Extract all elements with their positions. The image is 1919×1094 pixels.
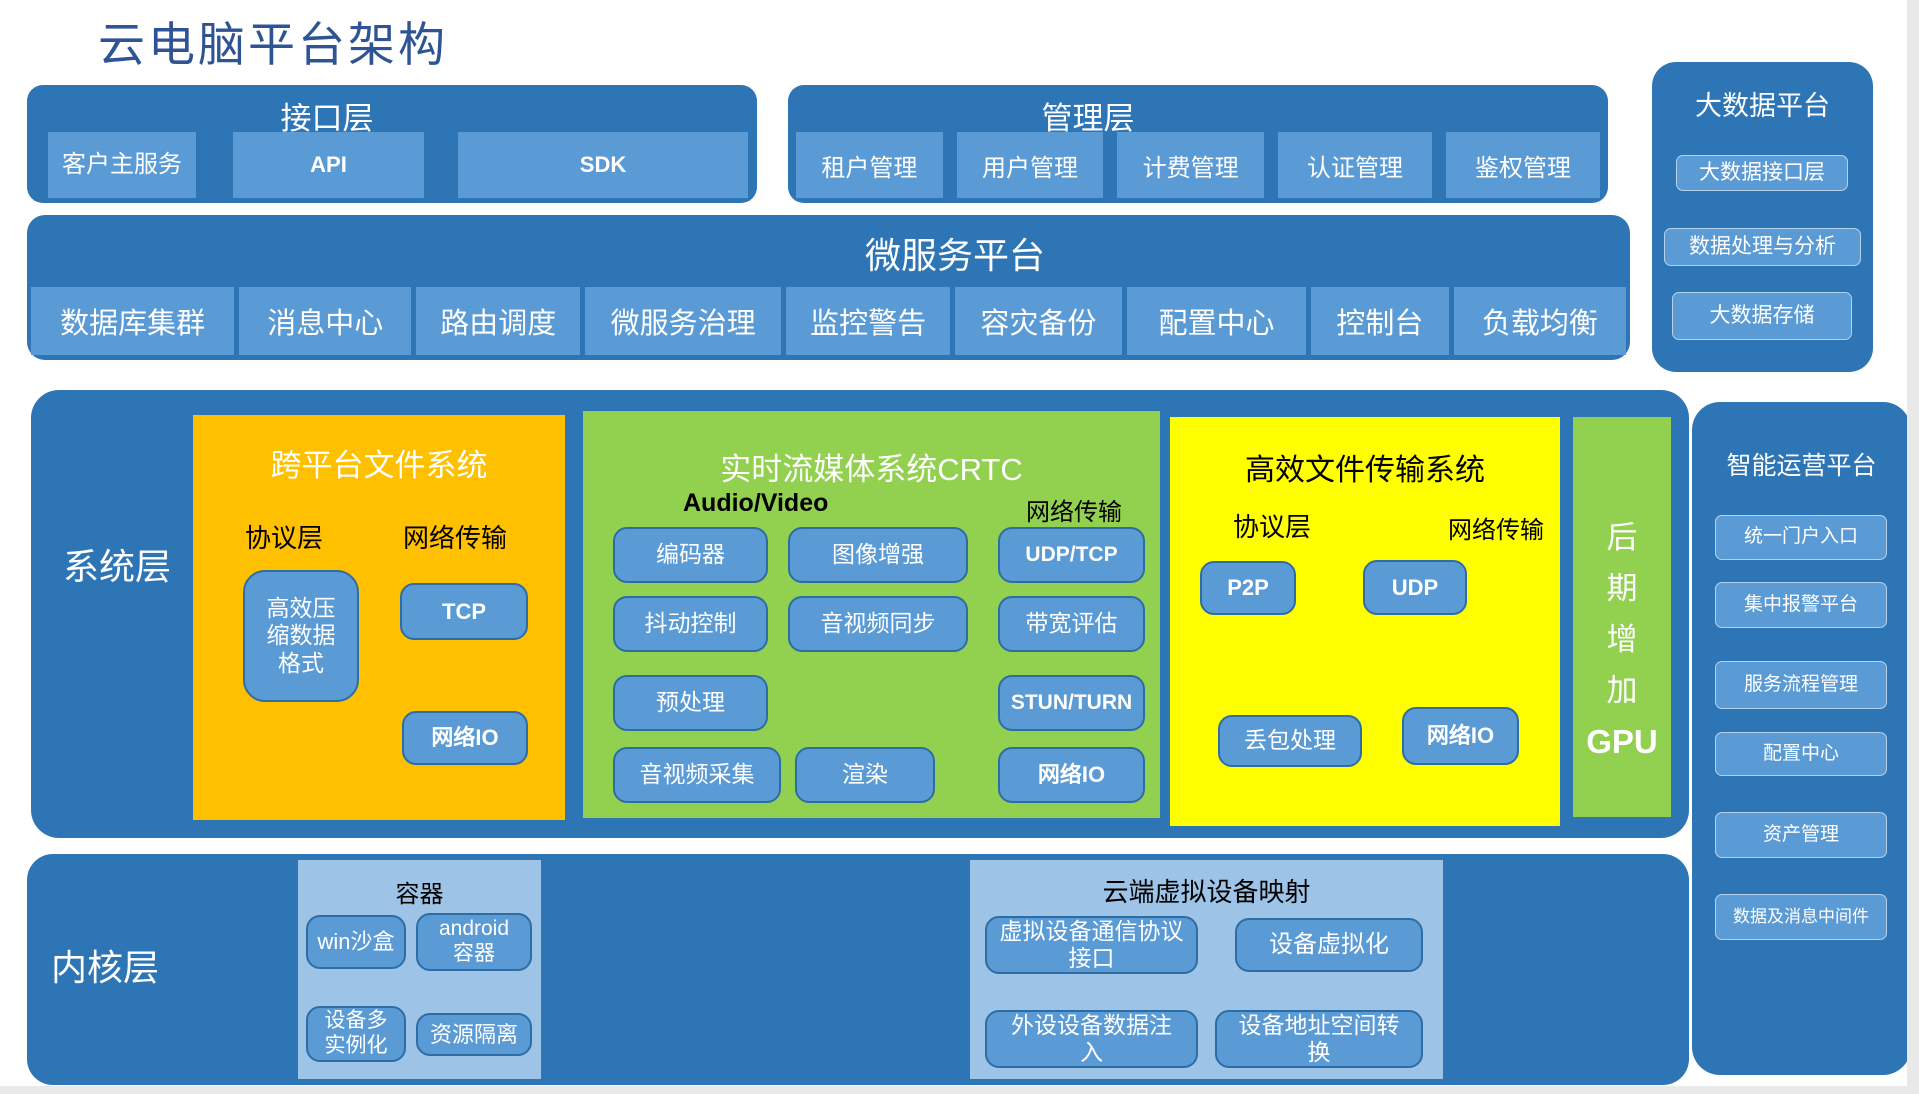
chip-virtual-device-protocol: 虚拟设备通信协议接口: [985, 916, 1198, 974]
chip-p2p: P2P: [1200, 561, 1296, 615]
interface-layer-bar: 接口层 客户主服务 API SDK: [27, 85, 757, 203]
device-mapping-group: 云端虚拟设备映射 虚拟设备通信协议接口 设备虚拟化 外设设备数据注入 设备地址空…: [970, 860, 1443, 1079]
chip-monitoring-alerts: 监控警告: [786, 287, 950, 355]
chip-transfer-network-io: 网络IO: [1402, 707, 1519, 765]
chip-android-container: android容器: [416, 913, 532, 971]
chip-av-capture: 音视频采集: [613, 747, 781, 803]
page-title: 云电脑平台架构: [98, 18, 448, 71]
bigdata-platform-panel: 大数据平台 大数据接口层 数据处理与分析 大数据存储: [1652, 62, 1873, 372]
kernel-layer-label: 内核层: [51, 947, 160, 988]
management-layer-bar: 管理层 租户管理 用户管理 计费管理 认证管理 鉴权管理: [788, 85, 1608, 203]
chip-compression-format: 高效压缩数据格式: [243, 570, 359, 702]
chip-microservice-governance: 微服务治理: [585, 287, 782, 355]
chip-db-cluster: 数据库集群: [31, 287, 235, 355]
chip-data-message-middleware: 数据及消息中间件: [1715, 894, 1887, 940]
gpu-line-2: 期: [1606, 571, 1638, 606]
chip-udp-tcp: UDP/TCP: [998, 527, 1145, 583]
container-group-title: 容器: [395, 881, 444, 908]
chip-auth-mgmt: 认证管理: [1278, 132, 1433, 198]
chip-permission-mgmt: 鉴权管理: [1446, 132, 1601, 198]
chip-win-sandbox: win沙盒: [306, 915, 406, 969]
chip-message-center: 消息中心: [239, 287, 412, 355]
chip-api: API: [233, 132, 424, 198]
chip-disaster-backup: 容灾备份: [954, 287, 1122, 355]
microservice-platform-band: 微服务平台 数据库集群 消息中心 路由调度 微服务治理 监控警告 容灾备份 配置…: [27, 215, 1630, 360]
ops-platform-title: 智能运营平台: [1726, 452, 1877, 480]
chip-jitter-control: 抖动控制: [613, 596, 768, 652]
chip-stream-network-io: 网络IO: [998, 747, 1145, 803]
chip-routing: 路由调度: [416, 287, 580, 355]
chip-alarm-platform: 集中报警平台: [1715, 582, 1887, 628]
management-layer-title: 管理层: [1041, 101, 1135, 136]
chip-console: 控制台: [1311, 287, 1449, 355]
chip-packet-loss: 丢包处理: [1218, 715, 1362, 767]
bottom-edge-strip: [0, 1086, 1919, 1094]
file-system-network-label: 网络传输: [403, 523, 508, 553]
gpu-line-4: 加: [1606, 673, 1638, 708]
streaming-network-label: 网络传输: [1026, 499, 1122, 526]
chip-device-virtualization: 设备虚拟化: [1235, 918, 1423, 972]
file-system-title: 跨平台文件系统: [270, 448, 488, 483]
transfer-title: 高效文件传输系统: [1245, 454, 1485, 487]
gpu-strip: 后 期 增 加 GPU: [1573, 417, 1671, 817]
chip-device-multi-instance: 设备多实例化: [306, 1006, 406, 1062]
gpu-line-1: 后: [1606, 520, 1638, 555]
container-group: 容器 win沙盒 android容器 设备多实例化 资源隔离: [298, 860, 541, 1079]
chip-billing-mgmt: 计费管理: [1117, 132, 1265, 198]
chip-unified-portal: 统一门户入口: [1715, 515, 1887, 560]
chip-ops-config-center: 配置中心: [1715, 732, 1887, 776]
kernel-layer-panel: 内核层 容器 win沙盒 android容器 设备多实例化 资源隔离 云端虚拟设…: [27, 854, 1689, 1085]
chip-bandwidth-eval: 带宽评估: [998, 596, 1145, 652]
transfer-network-label: 网络传输: [1448, 517, 1544, 544]
chip-tcp: TCP: [400, 583, 528, 640]
chip-device-address-translation: 设备地址空间转换: [1215, 1010, 1423, 1068]
chip-service-process-mgmt: 服务流程管理: [1715, 661, 1887, 709]
ops-platform-panel: 智能运营平台 统一门户入口 集中报警平台 服务流程管理 配置中心 资产管理 数据…: [1692, 402, 1911, 1075]
chip-preprocess: 预处理: [613, 675, 768, 731]
chip-peripheral-data-injection: 外设设备数据注入: [985, 1010, 1198, 1068]
chip-stun-turn: STUN/TURN: [998, 675, 1145, 731]
chip-load-balancing: 负载均衡: [1453, 287, 1626, 355]
microservice-platform-title: 微服务平台: [864, 235, 1045, 276]
chip-sdk: SDK: [458, 132, 748, 198]
transfer-box: 高效文件传输系统 协议层 网络传输 P2P UDP 丢包处理 网络IO: [1170, 417, 1560, 826]
chip-config-center: 配置中心: [1126, 287, 1307, 355]
streaming-box: 实时流媒体系统CRTC Audio/Video 网络传输 编码器 图像增强 UD…: [583, 411, 1160, 818]
streaming-title: 实时流媒体系统CRTC: [720, 452, 1023, 487]
gpu-line-5: GPU: [1586, 723, 1658, 760]
chip-client-main-service: 客户主服务: [48, 132, 196, 198]
transfer-protocol-label: 协议层: [1233, 512, 1312, 542]
bigdata-platform-title: 大数据平台: [1695, 91, 1830, 121]
gpu-line-3: 增: [1606, 622, 1638, 657]
chip-bigdata-storage: 大数据存储: [1672, 292, 1852, 340]
file-system-box: 跨平台文件系统 协议层 网络传输 高效压缩数据格式 TCP 网络IO: [193, 415, 565, 820]
device-mapping-title: 云端虚拟设备映射: [1102, 877, 1311, 907]
system-layer-panel: 系统层 跨平台文件系统 协议层 网络传输 高效压缩数据格式 TCP 网络IO 实…: [31, 390, 1689, 838]
chip-user-mgmt: 用户管理: [956, 132, 1104, 198]
interface-layer-title: 接口层: [280, 101, 374, 136]
chip-render: 渲染: [795, 747, 935, 803]
chip-av-sync: 音视频同步: [788, 596, 968, 652]
system-layer-label: 系统层: [63, 546, 172, 587]
chip-fs-network-io: 网络IO: [402, 711, 528, 765]
chip-encoder: 编码器: [613, 527, 768, 583]
chip-udp: UDP: [1363, 560, 1467, 615]
right-edge-strip: [1907, 0, 1919, 1094]
chip-data-processing: 数据处理与分析: [1664, 228, 1861, 266]
streaming-av-label: Audio/Video: [683, 489, 829, 517]
chip-asset-mgmt: 资产管理: [1715, 812, 1887, 858]
chip-image-enhance: 图像增强: [788, 527, 968, 583]
chip-resource-isolation: 资源隔离: [416, 1013, 532, 1056]
chip-bigdata-interface: 大数据接口层: [1676, 155, 1848, 191]
file-system-protocol-label: 协议层: [245, 523, 324, 553]
chip-tenant-mgmt: 租户管理: [796, 132, 943, 198]
